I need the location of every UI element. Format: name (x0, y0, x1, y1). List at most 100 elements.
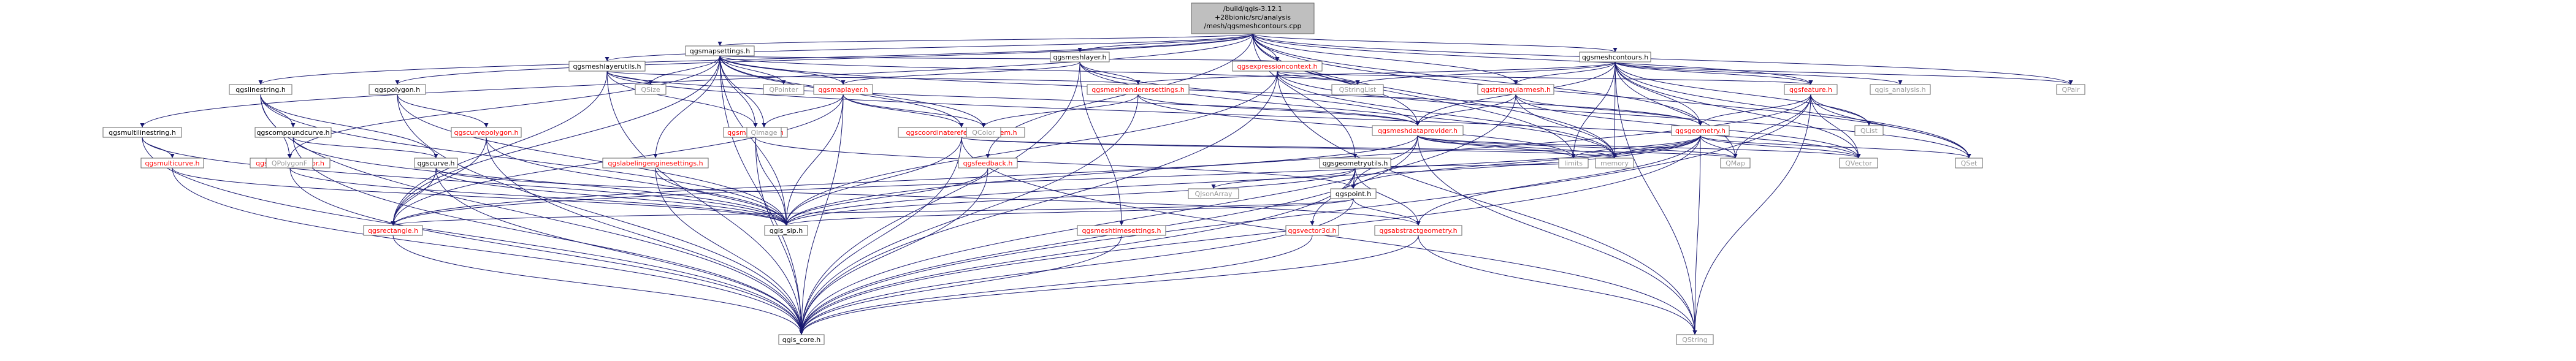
node-label: memory (1600, 159, 1629, 167)
include-edge-qgsmaplayer-to-qgis_sip (784, 94, 844, 226)
include-edge-qgsmeshcontours_h-to-QMap (1615, 61, 1738, 159)
include-edge-qgsmeshrenderersettings-to-QColor (981, 94, 1139, 128)
node-qgsgeometry[interactable]: qgsgeometry.h (1671, 125, 1730, 136)
node-qgsmaplayer[interactable]: qgsmaplayer.h (813, 84, 873, 95)
include-edge-qgslinestring-to-qgscompoundcurve (260, 94, 296, 128)
node-qgspoint[interactable]: qgspoint.h (1330, 188, 1377, 199)
node-QSet: QSet (1955, 158, 1983, 169)
node-label: qgsexpressioncontext.h (1237, 63, 1318, 70)
include-edge-qgscurve-to-qgsabstractgeometry (435, 167, 1421, 226)
node-box (1077, 225, 1166, 236)
include-edge-qgspolygon-to-qgis_core (397, 94, 804, 335)
include-edge-qgscompoundcurve-to-qgis_sip (292, 137, 789, 226)
include-edge-root-to-QPair (1252, 33, 2073, 85)
node-qgsmultilinestring[interactable]: qgsmultilinestring.h (102, 127, 182, 138)
include-edge-qgstriangularmesh-to-qgis_core (799, 94, 1516, 335)
include-edge-qgsmultcurve-to-qgis_core (172, 167, 804, 335)
node-qgsmeshlayerutils[interactable]: qgsmeshlayerutils.h (568, 61, 646, 72)
include-edge-qgsmeshtimesettings-to-qgis_core (799, 235, 1122, 335)
include-edge-qgsmapsettings-to-qgsexpressioncontext (719, 55, 1279, 62)
node-qgis_core[interactable]: qgis_core.h (778, 334, 825, 345)
include-edge-qgsmeshcontours_h-to-QStringList (1355, 61, 1616, 85)
node-qgscurvepolygon[interactable]: qgscurvepolygon.h (451, 127, 522, 138)
node-QVector: QVector (1839, 158, 1878, 169)
node-qgscoordinatereferencesystem[interactable]: qgscoordinatereferencesystem.h (898, 127, 1025, 138)
node-label: QPolygonF (272, 159, 307, 167)
node-QPolygonF: QPolygonF (266, 158, 313, 169)
include-edge-root-to-limits (1252, 33, 1576, 159)
include-edge-qgspoint-to-qgis_sip (784, 198, 1354, 226)
include-edge-qgspolygon-to-qgscurvepolygon (397, 94, 489, 128)
node-qgslinestring[interactable]: qgslinestring.h (229, 84, 292, 95)
include-edge-qgsmeshcontours_h-to-QList (1615, 61, 1871, 126)
node-qgis_sip[interactable]: qgis_sip.h (764, 225, 808, 236)
node-qgsrectangle[interactable]: qgsrectangle.h (363, 225, 423, 236)
node-box (1319, 158, 1391, 169)
node-box (635, 84, 667, 95)
node-qgsmeshrenderersettings[interactable]: qgsmeshrenderersettings.h (1087, 84, 1190, 95)
node-qgsvector3d[interactable]: qgsvector3d.h (1285, 225, 1339, 236)
node-qgsmeshlayer[interactable]: qgsmeshlayer.h (1050, 51, 1110, 63)
node-QString: QString (1676, 334, 1714, 345)
include-edge-qgsfeature-to-QList (1810, 94, 1871, 126)
node-qgsfeature[interactable]: qgsfeature.h (1784, 84, 1838, 95)
node-QImage: QImage (746, 127, 782, 138)
include-edge-qgsmeshcontours_h-to-QPair (1615, 61, 2073, 85)
node-label: QImage (751, 129, 777, 137)
include-edge-qgscurve-to-qgis_core (435, 167, 804, 335)
node-qgis_analysis: qgis_analysis.h (1870, 84, 1931, 95)
node-label: qgscurvepolygon.h (454, 129, 519, 137)
node-label: qgslinestring.h (235, 86, 286, 94)
node-qgscompoundcurve[interactable]: qgscompoundcurve.h (254, 127, 332, 138)
node-box (763, 84, 805, 95)
node-label: QStringList (1339, 86, 1377, 94)
include-edge-qgslinestring-to-qgis_core (260, 94, 804, 335)
node-box (266, 158, 313, 169)
include-edge-qgsfeature-to-qgis_core (799, 94, 1811, 335)
node-qgsmapsettings[interactable]: qgsmapsettings.h (685, 45, 755, 56)
include-edge-qgsmeshcontours_h-to-QString (1615, 61, 1697, 335)
node-qgsexpressioncontext[interactable]: qgsexpressioncontext.h (1232, 61, 1323, 72)
node-qgsmeshtimesettings[interactable]: qgsmeshtimesettings.h (1077, 225, 1166, 236)
node-QPair: QPair (2056, 84, 2085, 95)
node-label: QVector (1845, 159, 1872, 167)
include-edge-root-to-qgsmeshcontours_h (1252, 33, 1618, 53)
include-edge-qgscurvepolygon-to-qgis_core (486, 137, 804, 335)
node-qgsmeshdataprovider[interactable]: qgsmeshdataprovider.h (1372, 125, 1464, 136)
node-box (568, 61, 646, 72)
node-label: qgscurve.h (418, 159, 455, 167)
include-edge-qgscoordinatereferencesystem-to-QString (961, 137, 1697, 335)
node-qgslabelingenginesettings[interactable]: qgslabelingenginesettings.h (602, 158, 709, 169)
node-box (1676, 334, 1714, 345)
node-box (602, 158, 709, 169)
node-label: qgsmeshdataprovider.h (1378, 127, 1458, 135)
node-label: QColor (972, 129, 995, 137)
node-box (1854, 125, 1884, 136)
node-qgstriangularmesh[interactable]: qgstriangularmesh.h (1477, 84, 1554, 95)
node-qgsmeshcontours_h[interactable]: qgsmeshcontours.h (1579, 51, 1651, 63)
node-qgsabstractgeometry[interactable]: qgsabstractgeometry.h (1374, 225, 1462, 236)
node-box (1331, 84, 1384, 95)
node-box (229, 84, 292, 95)
include-edge-root-to-qgsgeometryutils (1252, 33, 1358, 159)
node-qgspolygon[interactable]: qgspolygon.h (369, 84, 426, 95)
include-edge-qgsmultilinestring-to-qgsmultcurve (142, 137, 175, 159)
node-qgsfeedback[interactable]: qgsfeedback.h (958, 158, 1018, 169)
node-label: qgsrectangle.h (368, 227, 418, 235)
include-edge-qgsmapsettings-to-qgis_sip (719, 55, 789, 226)
node-qgsgeometryutils[interactable]: qgsgeometryutils.h (1319, 158, 1391, 169)
include-edge-qgsgeometry-to-memory (1612, 135, 1701, 159)
node-box (1558, 158, 1589, 169)
include-edge-qgsfeature-to-qgsgeometry (1698, 94, 1811, 126)
node-box (102, 127, 182, 138)
include-edge-qgsmaplayer-to-qgscoordinatereferencesystem (843, 94, 964, 128)
node-label: QSet (1961, 159, 1978, 167)
node-label: qgsmultilinestring.h (109, 129, 176, 137)
node-label: qgsmeshcontours.h (1582, 53, 1648, 61)
include-edge-qgsmaptopixel-to-qgis_sip (755, 137, 789, 226)
node-qgsmultcurve[interactable]: qgsmulticurve.h (140, 158, 204, 169)
node-label: qgsfeature.h (1789, 86, 1832, 94)
node-qgscurve[interactable]: qgscurve.h (414, 158, 458, 169)
include-edge-qgsmaptopixel-to-qgis_core (755, 137, 804, 335)
